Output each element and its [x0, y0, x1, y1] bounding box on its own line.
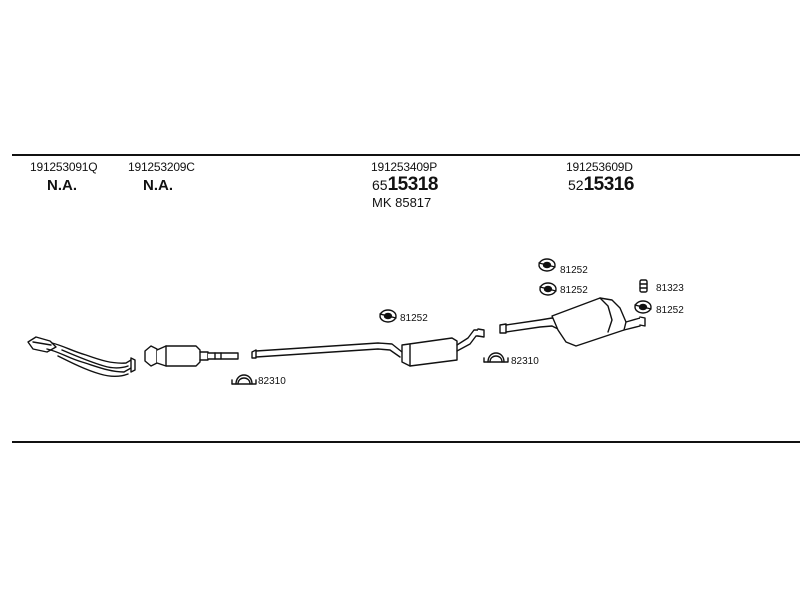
mk-code-middle-silencer: MK 85817 [372, 195, 432, 210]
bracket-label: 81323 [656, 283, 684, 294]
part-number-middle-silencer: 191253409P [371, 160, 438, 174]
clamp-label: 82310 [511, 356, 539, 367]
rubber-hanger-icon [634, 300, 652, 314]
rubber-hanger-icon [539, 282, 557, 296]
code-prefix: 65 [372, 177, 388, 193]
code-middle-silencer: 6515318 [372, 174, 438, 196]
status-front-pipe: N.A. [47, 177, 77, 194]
code-prefix: 52 [568, 177, 584, 193]
code-main: 15318 [387, 174, 439, 195]
bracket-icon [639, 279, 648, 293]
bottom-divider [12, 441, 800, 443]
rear-silencer-icon [499, 297, 646, 347]
rubber-hanger-icon [379, 309, 397, 323]
hanger-label: 81252 [656, 305, 684, 316]
rubber-hanger-icon [538, 258, 556, 272]
clamp-label: 82310 [258, 376, 286, 387]
code-rear-silencer: 5215316 [568, 174, 634, 196]
top-divider [12, 154, 800, 156]
status-catalyst: N.A. [143, 177, 173, 194]
catalyst-icon [144, 345, 239, 367]
hanger-label: 81252 [400, 313, 428, 324]
hanger-label: 81252 [560, 265, 588, 276]
part-number-catalyst: 191253209C [128, 160, 195, 174]
front-pipe-icon [27, 336, 136, 377]
clamp-icon [231, 374, 257, 385]
clamp-icon [483, 352, 509, 363]
hanger-label: 81252 [560, 285, 588, 296]
part-number-rear-silencer: 191253609D [566, 160, 633, 174]
middle-silencer-icon [251, 328, 485, 367]
code-main: 15316 [583, 174, 635, 195]
part-number-front-pipe: 191253091Q [30, 160, 98, 174]
